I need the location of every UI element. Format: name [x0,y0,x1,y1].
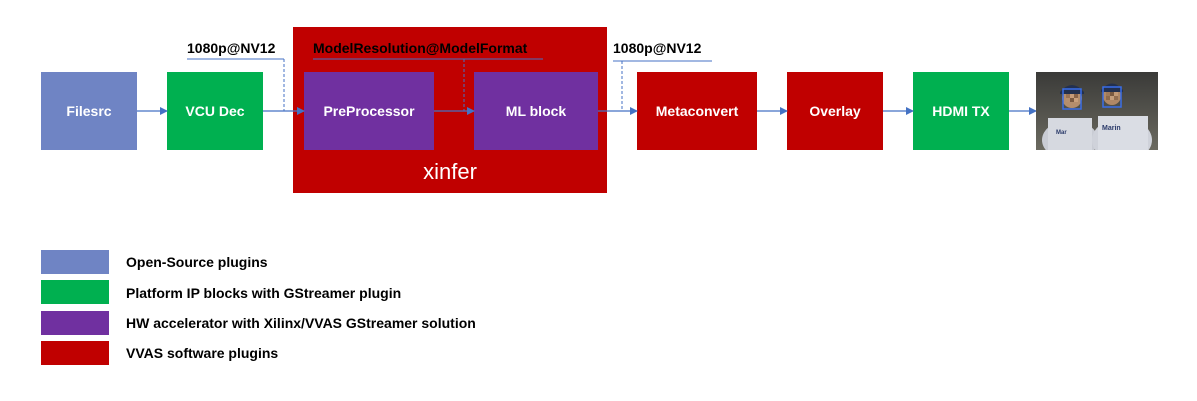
svg-text:Mar: Mar [1056,130,1067,136]
model-format-caption: ModelResolution@ModelFormat [313,40,528,56]
preprocessor-block: PreProcessor [304,72,434,150]
ml-block: ML block [474,72,598,150]
output-format-caption: 1080p@NV12 [613,40,702,56]
legend-label-platform-ip: Platform IP blocks with GStreamer plugin [126,285,402,301]
svg-text:Marin: Marin [1102,125,1121,132]
vcu-dec-block: VCU Dec [167,72,263,150]
detection-box-right [1102,86,1122,108]
input-format-caption: 1080p@NV12 [187,40,276,56]
legend-swatch-platform-ip [41,280,109,304]
hdmi-tx-block: HDMI TX [913,72,1009,150]
legend-label-open-source: Open-Source plugins [126,254,268,270]
overlay-block: Overlay [787,72,883,150]
metaconvert-block: Metaconvert [637,72,757,150]
filesrc-block: Filesrc [41,72,137,150]
legend-swatch-vvas-software [41,341,109,365]
output-photo: Mar Marin [1036,72,1158,150]
legend-label-vvas-software: VVAS software plugins [126,345,279,361]
legend-swatch-hw-accelerator [41,311,109,335]
xinfer-label: xinfer [423,159,477,184]
detection-box-left [1062,88,1082,110]
legend-swatch-open-source [41,250,109,274]
legend-label-hw-accelerator: HW accelerator with Xilinx/VVAS GStreame… [126,315,476,331]
